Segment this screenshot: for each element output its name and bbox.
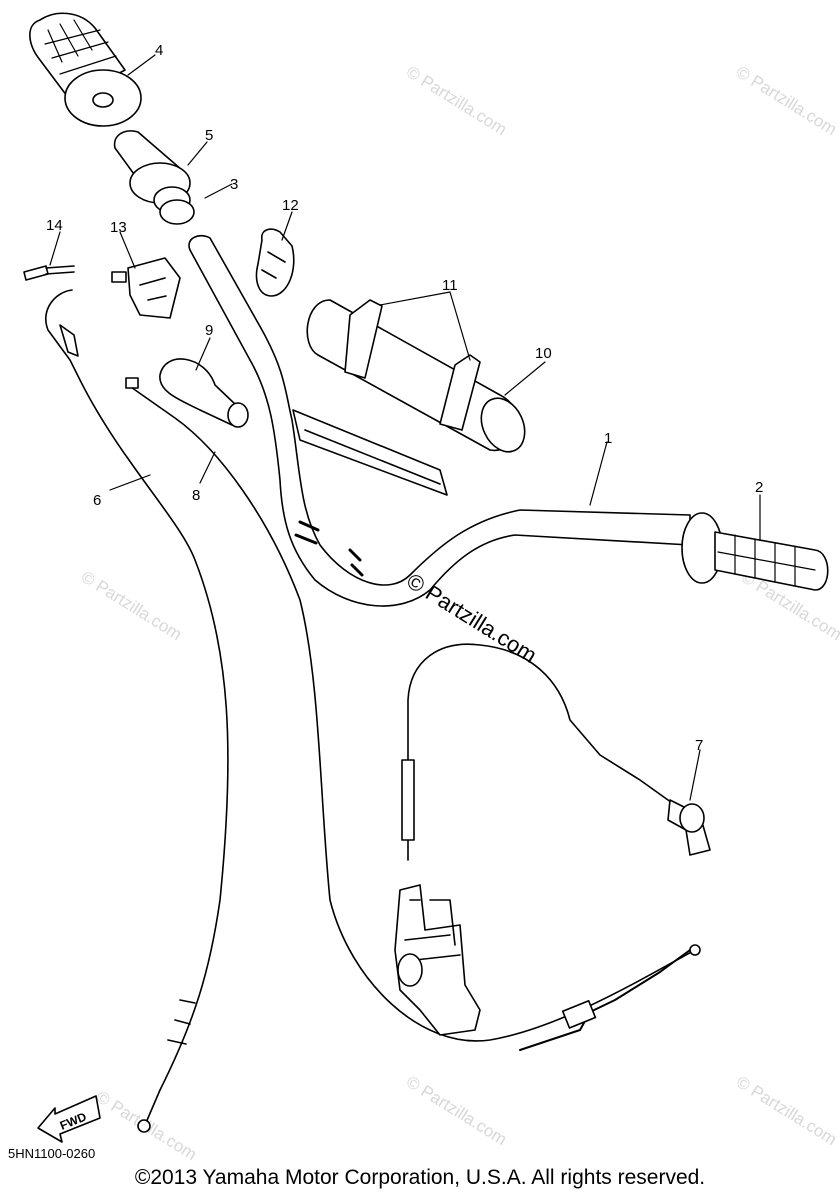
fwd-arrow	[37, 1095, 101, 1143]
throttle-housing-part-13[interactable]	[111, 257, 181, 319]
watermark: © Partzilla.com	[403, 62, 510, 139]
callout-2[interactable]: 2	[755, 479, 763, 496]
throttle-grip-part-5[interactable]	[113, 130, 195, 225]
leader-lines	[49, 54, 761, 801]
watermark: © Partzilla.com	[403, 1072, 510, 1149]
handlebar-part-1[interactable]	[188, 234, 691, 607]
callout-1[interactable]: 1	[604, 430, 612, 447]
callout-13[interactable]: 13	[110, 219, 127, 236]
throttle-cable-part-6[interactable]	[45, 289, 229, 1133]
watermark-center: © Partzilla.com	[402, 568, 541, 668]
callout-6[interactable]: 6	[93, 492, 101, 509]
callout-7[interactable]: 7	[695, 737, 703, 754]
diagram-code: 5HN1100-0260	[8, 1146, 96, 1161]
callout-5[interactable]: 5	[205, 127, 213, 144]
part-callouts: 1 2 3 4 5 6 7 8 9 10 11 12 13 14	[46, 42, 763, 754]
left-grip-part-4[interactable]	[29, 12, 142, 127]
callout-11[interactable]: 11	[442, 277, 458, 294]
callout-4[interactable]: 4	[155, 42, 163, 59]
callout-8[interactable]: 8	[192, 487, 200, 504]
watermark: © Partzilla.com	[78, 567, 185, 644]
cable-part-7[interactable]	[401, 643, 711, 861]
copyright-notice: ©2013 Yamaha Motor Corporation, U.S.A. A…	[134, 1166, 706, 1189]
callout-3[interactable]: 3	[230, 176, 238, 193]
right-grip-part-2[interactable]	[681, 512, 829, 591]
callout-9[interactable]: 9	[205, 322, 213, 339]
pad-strap-part-11[interactable]	[344, 299, 481, 431]
watermark: © Partzilla.com	[733, 1072, 840, 1149]
callout-12[interactable]: 12	[282, 197, 299, 214]
callout-10[interactable]: 10	[535, 345, 552, 362]
callout-14[interactable]: 14	[46, 217, 63, 234]
carburetor[interactable]	[394, 884, 481, 1036]
watermark: © Partzilla.com	[733, 62, 840, 139]
clamp-upper-part-12[interactable]	[255, 228, 295, 297]
screw-part-14[interactable]	[23, 265, 75, 281]
hot-start-cable-part-8[interactable]	[125, 377, 701, 1051]
hot-start-lever-part-9[interactable]	[159, 358, 249, 428]
